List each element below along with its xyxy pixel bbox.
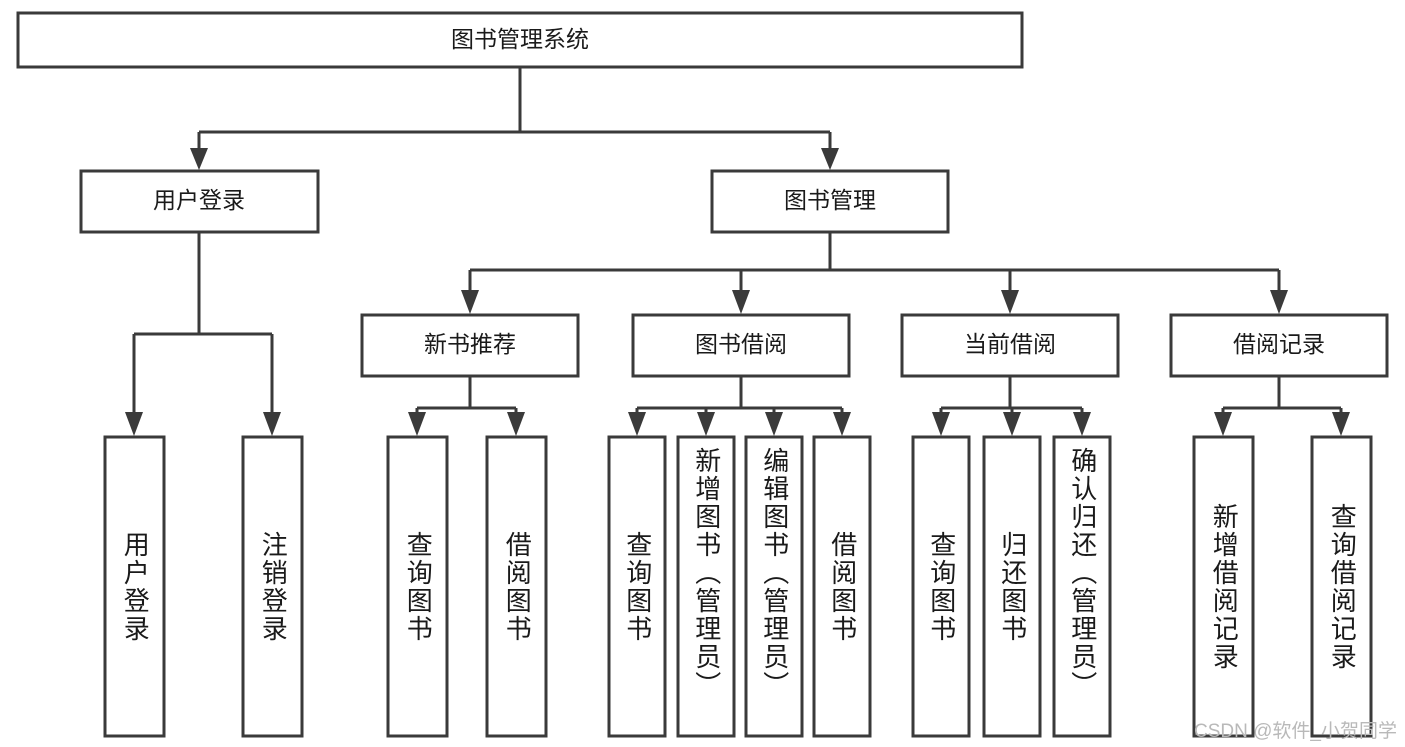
node-user-login[interactable]: 用户登录 [79, 169, 320, 234]
node-new-book-rec[interactable]: 新书推荐 [360, 313, 580, 378]
arrow-head-leaf-add-book [697, 412, 715, 436]
node-leaf-borrow-book-2-rect[interactable] [812, 435, 872, 738]
arrow-head-leaf-user-logout [263, 412, 281, 436]
connector-group-root [190, 67, 839, 170]
node-leaf-user-logout-rect[interactable] [241, 435, 304, 738]
connector-group-current-borrow [932, 376, 1091, 436]
node-leaf-query-book-2-rect[interactable] [607, 435, 667, 738]
arrow-head-leaf-edit-book [765, 412, 783, 436]
node-leaf-return-book-rect[interactable] [982, 435, 1042, 738]
csdn-watermark: CSDN @软件_小贺同学 [1194, 721, 1397, 742]
arrow-head-book-borrow [732, 290, 750, 314]
node-root-rect[interactable] [16, 11, 1024, 69]
arrow-head-user-login [190, 148, 208, 170]
node-user-login-rect[interactable] [79, 169, 320, 234]
node-book-manage-rect[interactable] [710, 169, 950, 234]
arrow-head-leaf-query-record [1332, 412, 1350, 436]
arrow-head-leaf-borrow-book-2 [833, 412, 851, 436]
arrow-head-leaf-confirm-return [1073, 412, 1091, 436]
node-root[interactable]: 图书管理系统 [16, 11, 1024, 69]
node-leaf-query-record-rect[interactable] [1310, 435, 1373, 738]
node-borrow-record[interactable]: 借阅记录 [1169, 313, 1389, 378]
node-current-borrow-rect[interactable] [900, 313, 1120, 378]
leaf-box-group [103, 435, 1373, 738]
arrow-head-leaf-query-book-3 [932, 412, 950, 436]
node-leaf-user-login-rect[interactable] [103, 435, 166, 738]
node-leaf-query-book-3-rect[interactable] [911, 435, 971, 738]
node-user-login-label: 用户登录 [153, 187, 245, 213]
connector-group-borrow-record [1214, 376, 1350, 436]
arrow-head-leaf-query-book-1 [408, 412, 426, 436]
node-leaf-confirm-return-rect[interactable] [1052, 435, 1112, 738]
node-leaf-borrow-book-1-rect[interactable] [485, 435, 548, 738]
node-new-book-rec-rect[interactable] [360, 313, 580, 378]
node-book-manage-label: 图书管理 [784, 187, 876, 213]
node-book-manage[interactable]: 图书管理 [710, 169, 950, 234]
node-leaf-add-book-rect[interactable] [676, 435, 736, 738]
node-current-borrow-label: 当前借阅 [964, 331, 1056, 357]
arrow-head-book-manage [821, 148, 839, 170]
node-current-borrow[interactable]: 当前借阅 [900, 313, 1120, 378]
node-book-borrow[interactable]: 图书借阅 [631, 313, 851, 378]
node-leaf-edit-book-rect[interactable] [744, 435, 804, 738]
arrow-head-leaf-add-record [1214, 412, 1232, 436]
arrow-head-leaf-user-login [125, 412, 143, 436]
arrow-head-leaf-borrow-book-1 [507, 412, 525, 436]
connector-group-book-borrow [628, 376, 851, 436]
node-borrow-record-rect[interactable] [1169, 313, 1389, 378]
node-leaf-add-record-rect[interactable] [1192, 435, 1255, 738]
node-book-borrow-label: 图书借阅 [695, 331, 787, 357]
arrow-head-current-borrow [1001, 290, 1019, 314]
node-leaf-query-book-1-rect[interactable] [386, 435, 449, 738]
node-new-book-rec-label: 新书推荐 [424, 331, 516, 357]
arrow-head-borrow-record [1270, 290, 1288, 314]
connector-group-book-manage [461, 232, 1288, 314]
connector-group-user-login [125, 232, 281, 436]
node-root-label: 图书管理系统 [451, 26, 589, 52]
arrow-head-leaf-return-book [1003, 412, 1021, 436]
arrow-head-leaf-query-book-2 [628, 412, 646, 436]
node-borrow-record-label: 借阅记录 [1233, 331, 1325, 357]
arrow-head-new-book-rec [461, 290, 479, 314]
connector-group-new-book-rec [408, 376, 525, 436]
node-book-borrow-rect[interactable] [631, 313, 851, 378]
